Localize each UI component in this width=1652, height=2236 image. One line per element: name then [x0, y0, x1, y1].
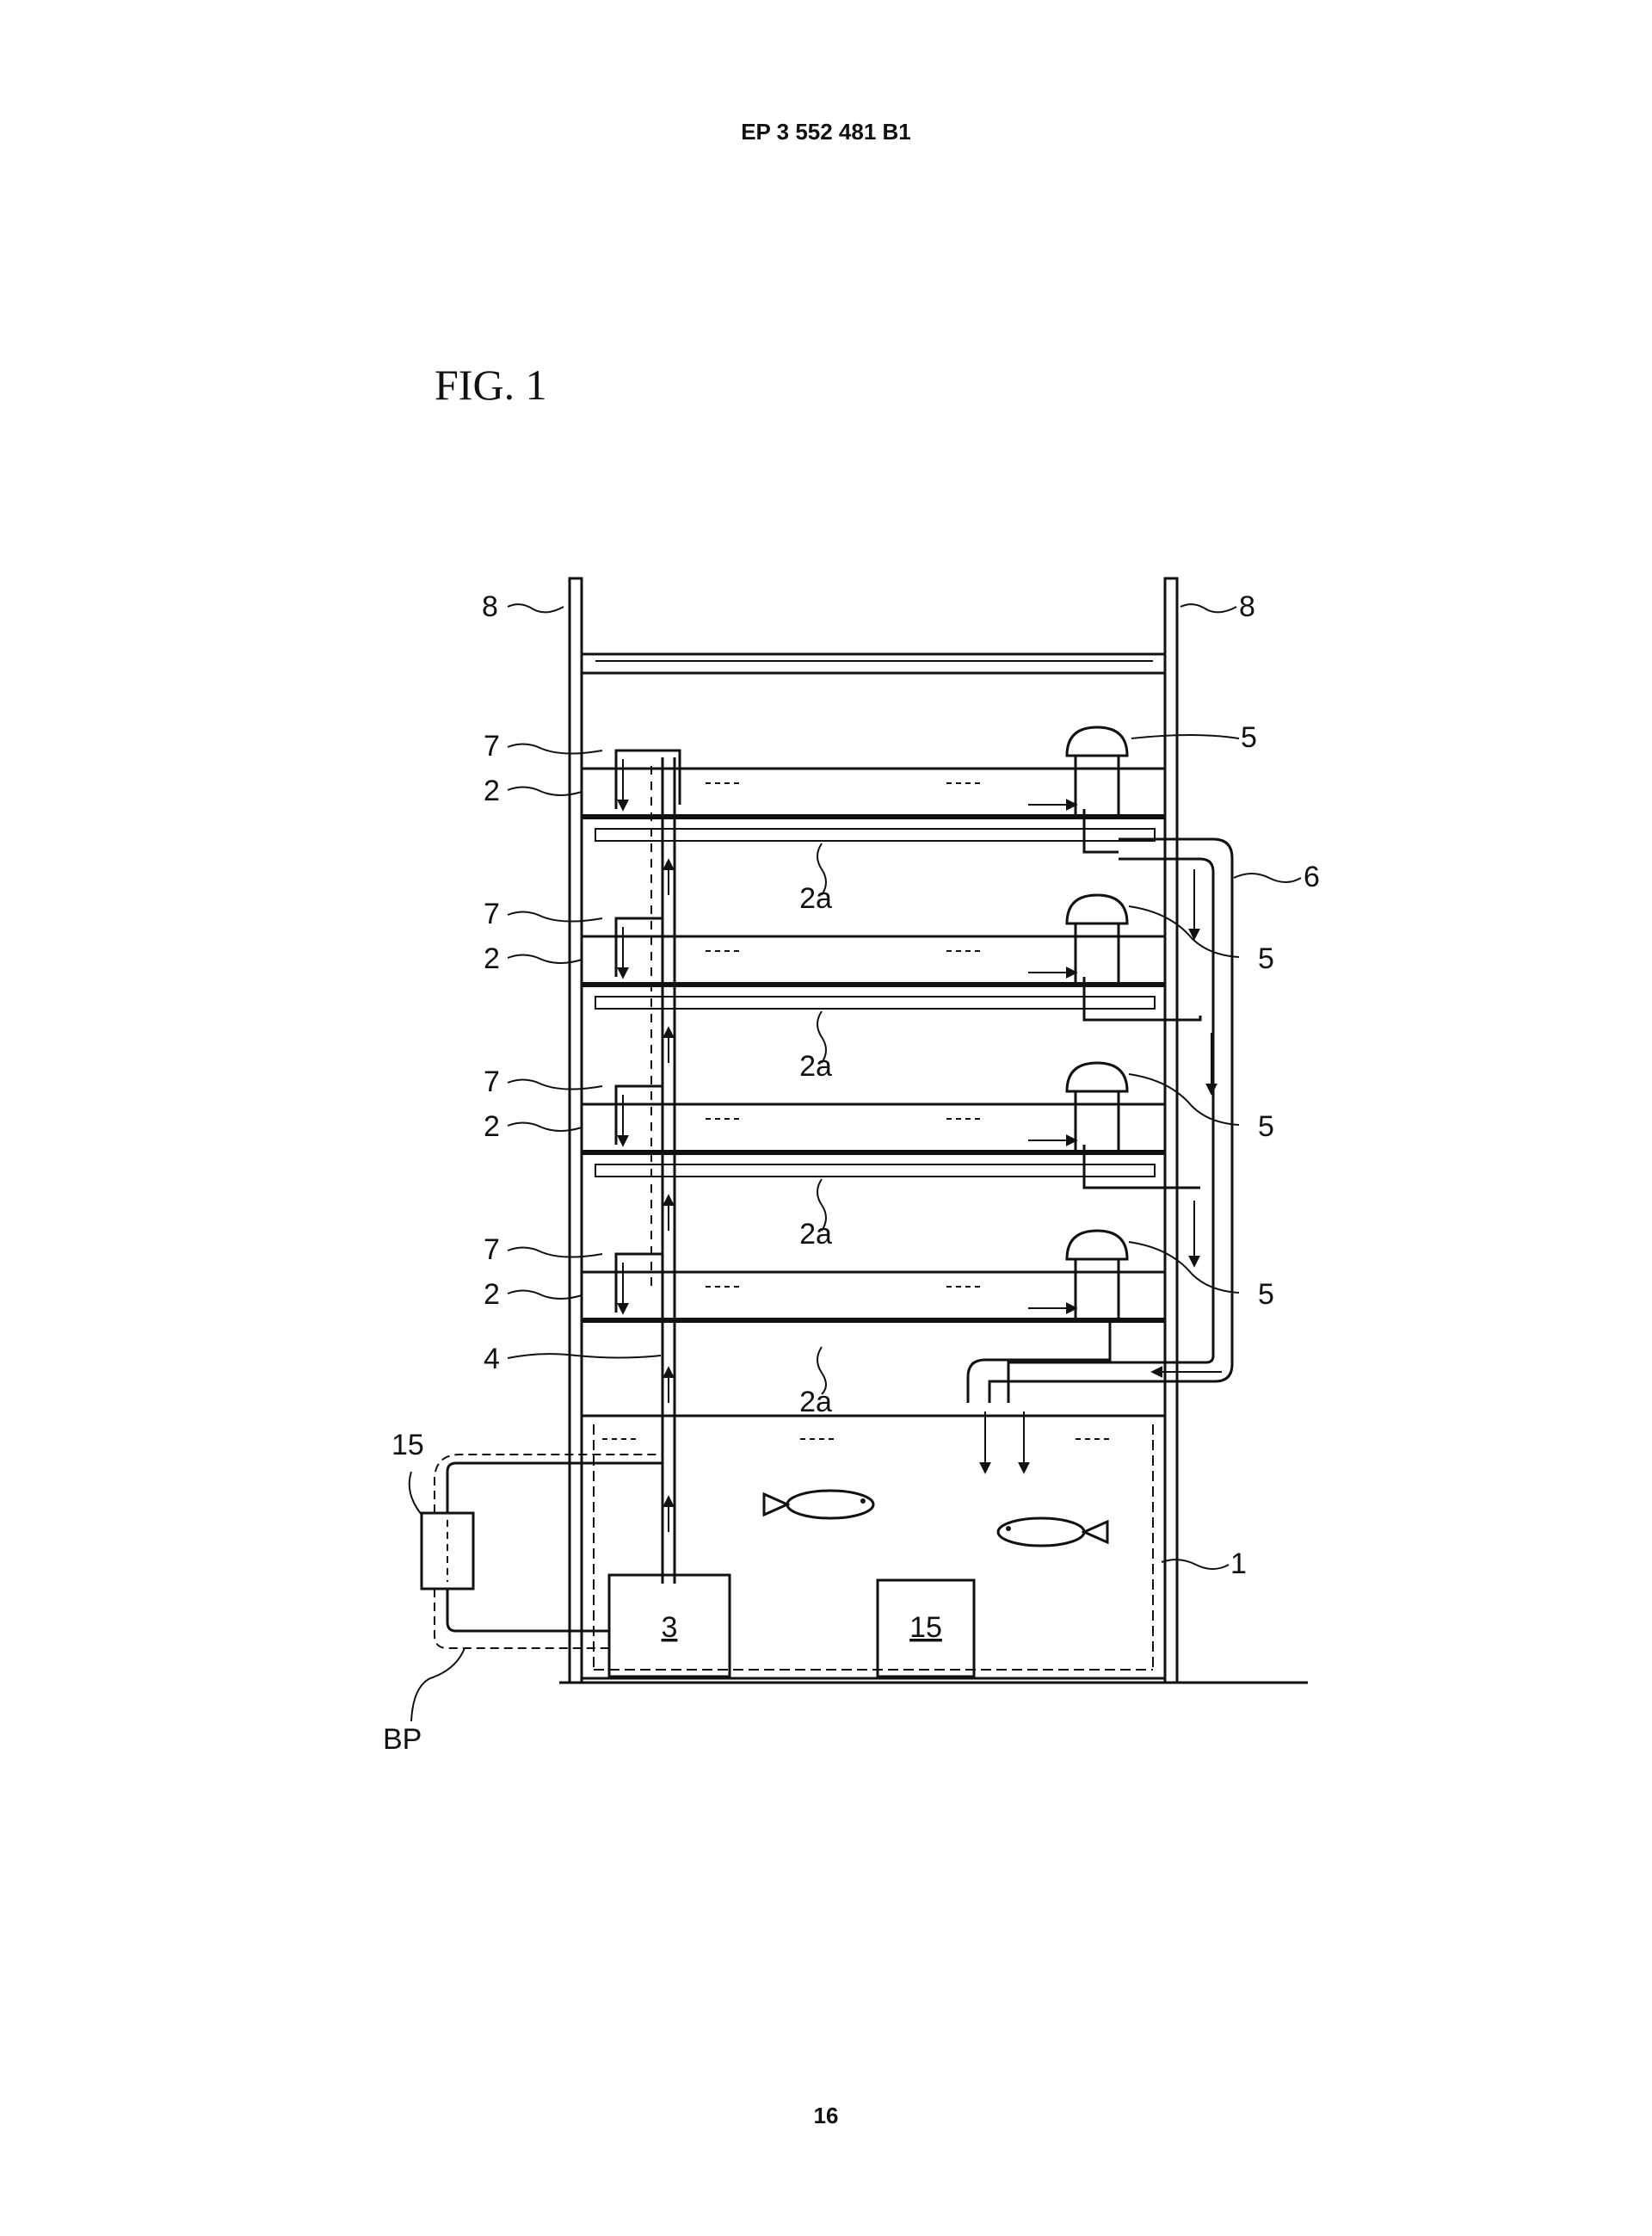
- tank-level-2: [580, 893, 1167, 1022]
- leader-lines: [408, 603, 1302, 1722]
- label-supply-pipe: 4: [484, 1343, 500, 1375]
- label-unit-15: 15: [909, 1611, 942, 1644]
- label-pump: 3: [662, 1611, 678, 1644]
- return-pipe: [966, 837, 1234, 1474]
- label-floor-3: 2a: [799, 1218, 832, 1251]
- label-tank-2: 2: [484, 942, 500, 975]
- label-drain-4: 5: [1258, 1278, 1274, 1311]
- fish-1: [762, 1489, 875, 1520]
- label-return-pipe: 6: [1304, 861, 1320, 893]
- tank-level-3: [580, 1061, 1167, 1189]
- label-floor-2: 2a: [799, 1050, 832, 1083]
- label-external-15: 15: [391, 1429, 424, 1461]
- figure-title: FIG. 1: [435, 361, 547, 409]
- external-filter: [420, 1454, 663, 1649]
- unit-15-box: [876, 1578, 976, 1678]
- label-siphon-4: 7: [484, 1233, 500, 1266]
- label-drain-3: 5: [1258, 1110, 1274, 1143]
- tank-level-4: [580, 1229, 1167, 1323]
- label-fish-tank: 1: [1230, 1547, 1247, 1580]
- label-floor-1: 2a: [799, 882, 832, 915]
- label-floor-4: 2a: [799, 1386, 832, 1418]
- fish-2: [996, 1516, 1109, 1547]
- fish-tank: [580, 1414, 1167, 1680]
- label-drain-1: 5: [1241, 721, 1257, 754]
- label-siphon-1: 7: [484, 730, 500, 763]
- label-tank-4: 2: [484, 1278, 500, 1311]
- label-post-left: 8: [482, 590, 498, 623]
- label-tank-3: 2: [484, 1110, 500, 1143]
- patent-number: EP 3 552 481 B1: [741, 119, 911, 145]
- label-tank-1: 2: [484, 775, 500, 807]
- page-number: 16: [813, 2103, 839, 2128]
- right-post: [1163, 577, 1179, 1684]
- pump-box: [607, 1573, 731, 1678]
- label-bypass: BP: [383, 1723, 422, 1756]
- label-siphon-2: 7: [484, 898, 500, 930]
- label-drain-2: 5: [1258, 942, 1274, 975]
- top-shelf: [580, 652, 1167, 675]
- tank-level-1: [580, 726, 1167, 854]
- label-siphon-3: 7: [484, 1065, 500, 1098]
- label-post-right: 8: [1239, 590, 1255, 623]
